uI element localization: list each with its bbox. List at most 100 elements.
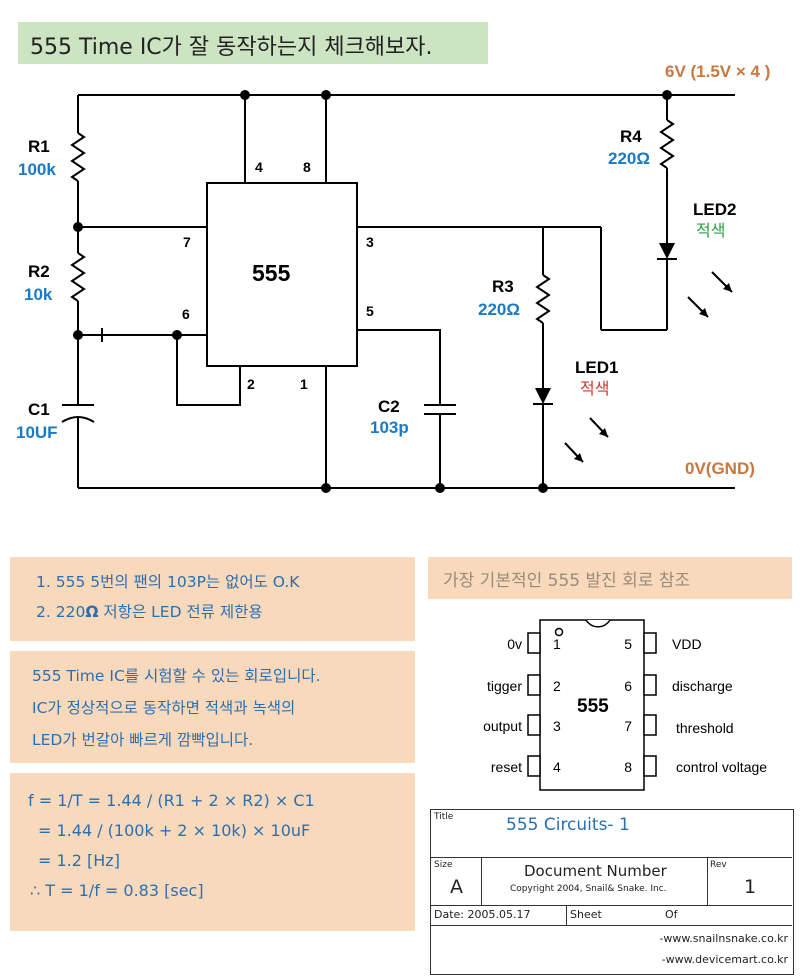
r2-value: 10k [24,285,53,304]
date-text: Date: 2005.05.17 [434,908,531,921]
ic-label: 555 [252,260,291,286]
pinout-pin-8-name: control voltage [676,759,767,775]
pinout-pin-5-name: VDD [672,636,702,652]
formula-line-3: = 1.2 [Hz] [38,851,120,870]
pinout-pin-2-name: tigger [487,678,522,694]
note-2: 2. 220Ω 저항은 LED 전류 제한용 [36,597,263,627]
pin-8-label: 8 [303,159,311,175]
sheet-label: Sheet [570,908,602,921]
url-snailnsnake: -www.snailnsnake.co.kr [659,932,788,945]
led2-arrow-1 [723,283,732,292]
pinout-pin-5-num: 5 [624,636,632,652]
schematic-wires [61,94,735,489]
pinout-pin-8-num: 8 [624,759,632,775]
title-block-divider [431,925,792,926]
r3-name: R3 [492,277,514,296]
url-devicemart: -www.devicemart.co.kr [661,953,788,966]
page-title: 555 Time IC가 잘 동작하는지 체크해보자. [30,35,433,60]
size-value: A [450,876,463,898]
junction-dot [73,330,83,340]
pin-5-label: 5 [366,303,374,319]
pinout-pin-6-num: 6 [624,678,632,694]
rev-value: 1 [744,876,757,898]
document-number-label: Document Number [524,862,667,880]
c2-value: 103p [370,418,409,437]
formula-line-2: = 1.44 / (100k + 2 × 10k) × 10uF [38,821,311,840]
title-banner [18,22,488,64]
junction-dot [321,90,331,100]
rev-label: Rev [710,860,727,870]
r4-value: 220Ω [608,149,650,168]
junction-dot [321,483,331,493]
led2-name: LED2 [693,200,736,219]
note-2-suffix: 저항은 LED 전류 제한용 [98,603,263,621]
pinout-chip-label: 555 [577,696,609,717]
r4-name: R4 [620,127,642,146]
pinout-pin-1-name: 0v [507,636,522,652]
junction-dot [538,483,548,493]
title-block-divider [431,905,792,906]
supply-label: 6V (1.5V × 4 ) [665,62,770,81]
led1-name: LED1 [575,358,618,377]
led1-arrow-1 [574,453,583,462]
pinout-title: 가장 기본적인 555 발진 회로 참조 [443,571,691,591]
title-block-divider [566,906,567,925]
pin-2-label: 2 [247,376,255,392]
schematic-symbols [73,90,732,493]
pinout-pin-2-num: 2 [553,678,561,694]
note-2-omega: Ω [85,603,99,621]
c1-name: C1 [28,400,50,419]
title-label: Title [434,812,454,822]
led2-arrow-2 [699,308,708,317]
r1-name: R1 [28,137,50,156]
ground-label: 0V(GND) [685,459,755,478]
led2-color-label: 적색 [696,221,725,240]
r2-name: R2 [28,262,50,281]
ic-pinout-diagram: 555 1 2 3 4 5 6 7 8 0v tigger output res… [483,619,767,791]
junction-dot [662,90,672,100]
pinout-pin-3-name: output [483,718,522,734]
formula-line-1: f = 1/T = 1.44 / (R1 + 2 × R2) × C1 [28,791,315,810]
pinout-pin-7-num: 7 [624,718,632,734]
description-line-1: 555 Time IC를 시험할 수 있는 회로입니다. [32,667,321,685]
pin-3-label: 3 [366,234,374,250]
title-block-divider [481,858,482,905]
junction-dot [172,330,182,340]
pinout-title-box [428,557,792,599]
copyright-text: Copyright 2004, Snail& Snake. Inc. [510,884,667,894]
led1-color-label: 적색 [580,379,609,398]
schematic-diagram: 555 4 8 7 6 3 5 2 1 R1 100k R2 10k C1 10… [16,62,770,493]
junction-dot [240,90,250,100]
led1-arrow-2 [599,428,608,437]
c2-name: C2 [378,397,400,416]
junction-dot [435,483,445,493]
pinout-pin-7-name: threshold [676,720,734,736]
title-value: 555 Circuits- 1 [506,815,630,835]
pinout-pin-3-num: 3 [553,718,561,734]
size-label: Size [434,860,453,870]
pinout-pin-4-name: reset [491,759,522,775]
c1-value: 10UF [16,423,58,442]
title-block-divider [707,858,708,905]
description-line-2: IC가 정상적으로 동작하면 적색과 녹색의 [32,699,296,717]
r3-value: 220Ω [478,300,520,319]
pin-4-label: 4 [255,159,263,175]
pinout-pin-4-num: 4 [553,759,561,775]
pin-6-label: 6 [182,306,190,322]
title-block-divider [431,857,792,858]
pin-1-label: 1 [300,376,308,392]
junction-dot [73,222,83,232]
pinout-pin-1-num: 1 [553,636,561,652]
formula-line-4: ∴ T = 1/f = 0.83 [sec] [30,881,204,900]
note-1: 1. 555 5번의 팬의 103P는 없어도 O.K [36,573,300,591]
formula-box [10,773,415,931]
of-label: Of [665,908,678,921]
pinout-pin-6-name: discharge [672,678,733,694]
note-2-prefix: 2. 220 [36,603,86,621]
notes-box [10,557,415,641]
r1-value: 100k [18,160,56,179]
description-line-3: LED가 번갈아 빠르게 깜빡입니다. [32,731,254,749]
pin-7-label: 7 [183,234,191,250]
led1-symbol [535,388,551,404]
led2-symbol [659,243,675,259]
